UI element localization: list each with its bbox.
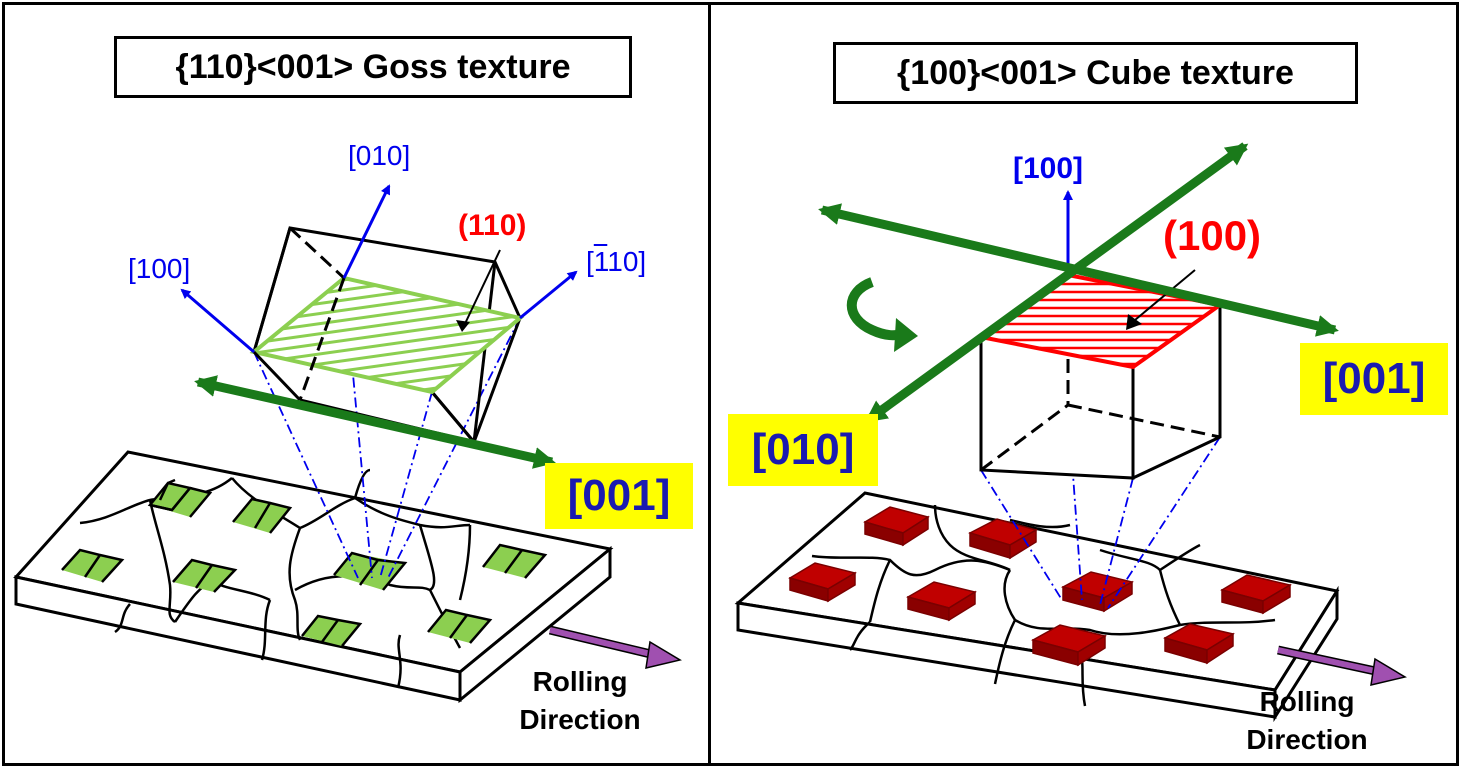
goss-110-plane (249, 275, 525, 395)
cube-plane-label: (100) (1163, 212, 1262, 259)
cube-axis-100-label: [100] (1013, 152, 1084, 185)
goss-rolling-line1: Rolling (532, 666, 628, 697)
cube-010-badge: [010] (728, 414, 878, 486)
goss-rolling-direction-label: Rolling Direction (505, 663, 655, 739)
cube-rolling-line1: Rolling (1259, 686, 1355, 717)
goss-title: {110}<001> Goss texture (114, 36, 632, 98)
goss-rolling-direction-arrow (548, 625, 682, 669)
cube-panel (708, 2, 1459, 766)
cube-rolling-line2: Direction (1246, 724, 1368, 755)
cube-title: {100}<001> Cube texture (833, 42, 1358, 104)
cube-001-badge: [001] (1300, 343, 1448, 415)
goss-grain-prisms (61, 478, 548, 647)
cube-projection-lines (980, 404, 1221, 609)
goss-blue-axes (180, 184, 578, 354)
goss-plane-pointer (461, 249, 501, 331)
cube-grain-boundaries (811, 504, 1276, 707)
rotation-arrow-icon (846, 277, 918, 352)
goss-rolling-line2: Direction (519, 704, 641, 735)
goss-axis-010-label: [010] (348, 140, 411, 171)
cube-grains (788, 506, 1292, 667)
cube-rolling-direction-label: Rolling Direction (1232, 683, 1382, 759)
cube-010-axis-arrow (864, 142, 1249, 424)
goss-rolling-axis-arrow (194, 375, 556, 469)
goss-001-badge: [001] (545, 463, 693, 529)
goss-axis-100-label: [100] (128, 253, 191, 284)
goss-plane-label: (110) (458, 209, 527, 242)
goss-axis-110bar-label: [110] (586, 246, 647, 277)
cube-rolling-direction-arrow (1277, 645, 1407, 686)
